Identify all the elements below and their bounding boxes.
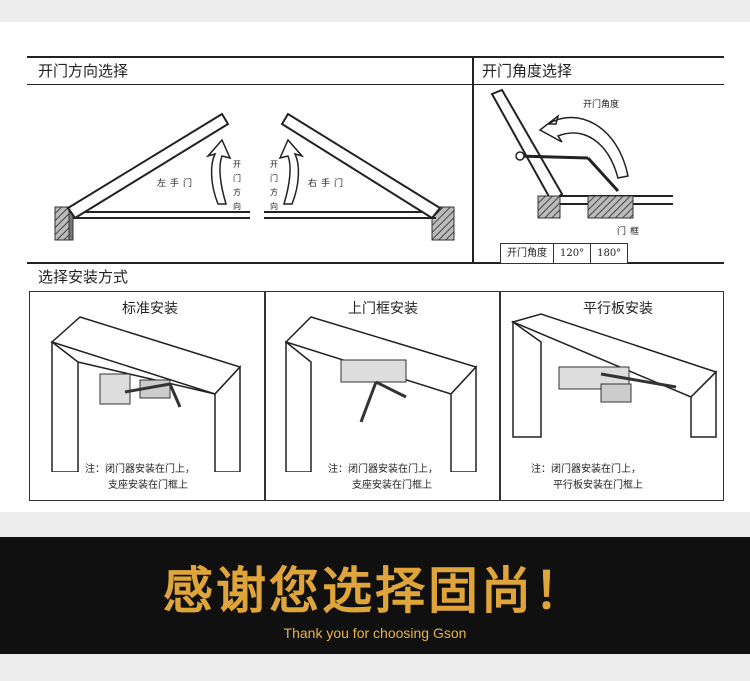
parallel-install-illustration [510,313,718,438]
section-divider [472,56,474,262]
panel-top-frame-note-1: 注：闭门器安装在门上， [328,464,438,475]
thank-you-banner: 感谢您选择固尚！ Thank you for choosing Gson [0,537,750,654]
angle-180: 180° [597,248,622,259]
panel-top-frame: 上门框安装 注：闭门器安装在门上， 支座安装在门框上 [265,291,500,501]
panel-standard-title: 标准安装 [122,301,178,317]
bottom-strip [0,654,750,681]
left-door-label: 左手门 [157,179,197,189]
panel-parallel-title: 平行板安装 [583,301,653,317]
panel-standard: 标准安装 注：闭门器安装在门上， 支座安装在门框上 [29,291,265,501]
section-title-open-direction: 开门方向选择 [38,62,129,80]
frame-label: 门框 [617,227,644,237]
right-arrow-label: 开门方向 [270,160,278,211]
panel-standard-note-1: 注：闭门器安装在门上， [85,464,195,475]
panel-parallel-note-2: 平行板安装在门框上 [553,480,643,491]
right-door-label: 右手门 [308,179,348,189]
panel-top-frame-title: 上门框安装 [348,301,418,317]
panel-parallel-note-1: 注：闭门器安装在门上， [531,464,641,475]
section-title-open-angle: 开门角度选择 [482,62,573,80]
middle-rule [27,262,724,264]
door-direction-diagram [54,112,455,241]
panel-parallel: 平行板安装 注：闭门器安装在门上， 平行板安装在门框上 [500,291,724,501]
banner-subtitle: Thank you for choosing Gson [283,625,467,641]
panel-standard-note-2: 支座安装在门框上 [108,480,188,491]
top-frame-install-illustration [284,316,478,472]
header-underline [27,84,724,85]
standard-install-illustration [50,316,242,472]
banner-title: 感谢您选择固尚！ [163,562,587,620]
angle-arrow-label: 开门角度 [583,100,620,110]
panel-top-frame-note-2: 支座安装在门框上 [352,480,432,491]
left-arrow-label: 开门方向 [233,160,241,211]
section-title-install: 选择安装方式 [38,268,129,286]
angle-table: 开门角度 120° 180° [500,243,629,264]
angle-120: 120° [554,244,592,263]
angle-table-header: 开门角度 [501,244,554,263]
top-rule [27,56,724,58]
door-angle-diagram [490,88,673,219]
